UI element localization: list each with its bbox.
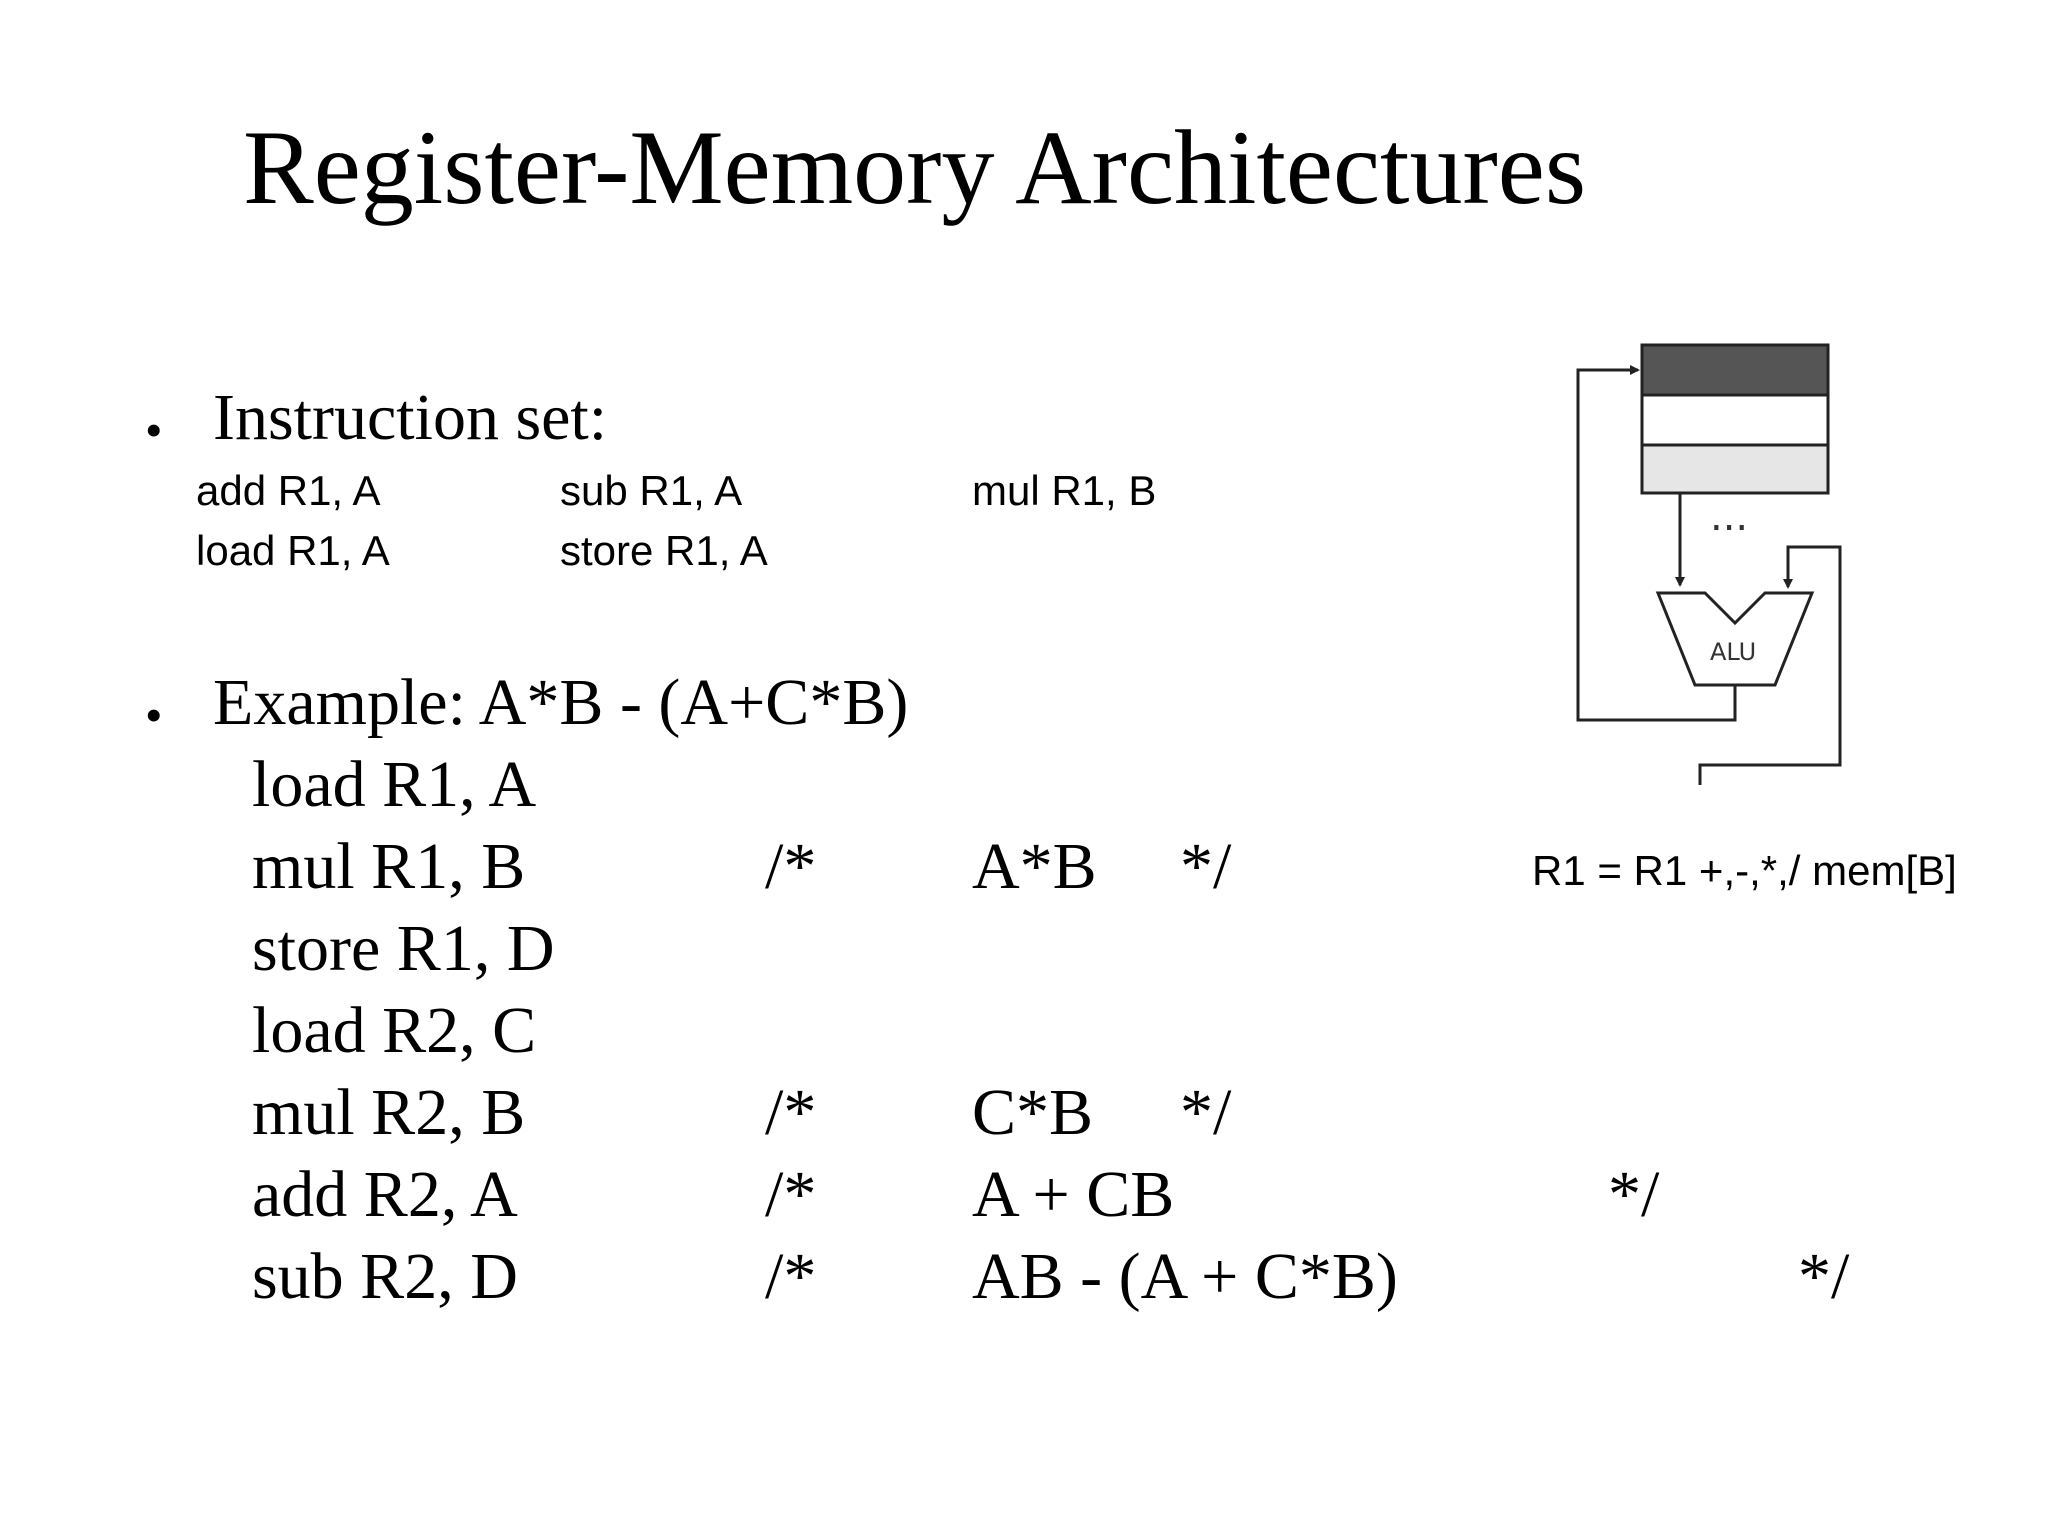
code-line-5-open: /* bbox=[765, 1076, 817, 1149]
code-line-1-instr: load R1, A bbox=[252, 748, 537, 821]
iset-sub: sub R1, A bbox=[560, 467, 743, 514]
alu-label: ALU bbox=[1710, 638, 1756, 666]
code-line-7-close: */ bbox=[1798, 1240, 1850, 1313]
register-row-white bbox=[1640, 393, 1830, 447]
register-ellipsis: ... bbox=[1710, 494, 1748, 540]
code-line-6-expr: A + CB bbox=[972, 1158, 1175, 1231]
code-line-7-open: /* bbox=[765, 1240, 817, 1313]
register-alu-diagram: ... ALU bbox=[1576, 343, 1842, 785]
bullet-example: Example: A*B - (A+C*B) bbox=[213, 666, 909, 739]
code-line-4-instr: load R2, C bbox=[252, 994, 537, 1067]
iset-load: load R1, A bbox=[196, 527, 390, 574]
code-line-6-close: */ bbox=[1608, 1158, 1660, 1231]
code-line-7-instr: sub R2, D bbox=[252, 1240, 518, 1313]
register-row-light bbox=[1640, 443, 1830, 495]
bullet-marker-1: • bbox=[145, 402, 163, 458]
slide-title: Register-Memory Architectures bbox=[243, 109, 1587, 226]
bullet-marker-2: • bbox=[145, 687, 163, 743]
alu-feedback-arrow bbox=[1576, 365, 1737, 722]
memory-to-alu-arrow bbox=[1698, 545, 1842, 785]
code-line-2-instr: mul R1, B bbox=[252, 830, 526, 903]
register-file bbox=[1640, 343, 1830, 495]
code-line-3-instr: store R1, D bbox=[252, 912, 555, 985]
code-line-2-expr: A*B bbox=[972, 830, 1097, 903]
code-line-2-open: /* bbox=[765, 830, 817, 903]
iset-add: add R1, A bbox=[196, 467, 381, 514]
code-line-7-expr: AB - (A + C*B) bbox=[972, 1240, 1398, 1313]
iset-store: store R1, A bbox=[560, 527, 768, 574]
iset-mul: mul R1, B bbox=[972, 467, 1157, 514]
code-line-5-instr: mul R2, B bbox=[252, 1076, 526, 1149]
code-line-6-open: /* bbox=[765, 1158, 817, 1231]
bullet-instruction-set: Instruction set: bbox=[213, 381, 608, 454]
alu-shape bbox=[1655, 591, 1815, 687]
formula-label: R1 = R1 +,-,*,/ mem[B] bbox=[1532, 847, 1957, 894]
code-line-6-instr: add R2, A bbox=[252, 1158, 518, 1231]
register-row-dark bbox=[1640, 343, 1830, 397]
code-line-5-expr: C*B bbox=[972, 1076, 1094, 1149]
code-line-2-close: */ bbox=[1180, 830, 1232, 903]
code-line-5-close: */ bbox=[1180, 1076, 1232, 1149]
